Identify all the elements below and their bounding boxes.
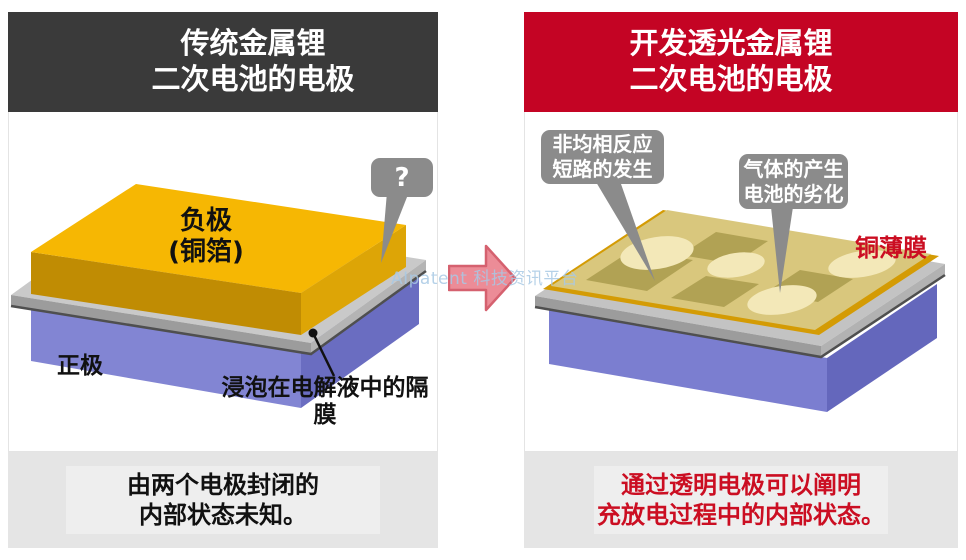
anode-label-line1: 负极 <box>179 206 232 236</box>
separator-label-line1: 浸泡在电解液中的隔 <box>221 375 429 401</box>
left-caption-line1: 由两个电极封闭的 <box>127 471 319 499</box>
gas-spot-2 <box>707 252 765 278</box>
separator-leader-dot <box>308 328 318 338</box>
plate-shadow-line <box>534 273 946 359</box>
transparent-electrode-illustration <box>534 182 946 412</box>
reaction-bubble: 非均相反应 短路的发生 <box>541 130 664 184</box>
right-caption-area: 通过透明电极可以阐明 充放电过程中的内部状态。 <box>524 452 958 548</box>
transition-arrow-icon <box>448 244 517 312</box>
gas-spot-3 <box>828 250 896 278</box>
anode-block-top-face <box>31 184 406 293</box>
cathode-block-front-face <box>31 303 301 408</box>
anode-block-right-face <box>301 225 406 335</box>
left-header-line1: 传统金属锂 <box>180 26 326 60</box>
right-header-line2: 二次电池的电极 <box>629 62 833 96</box>
cathode-block-right-face <box>301 266 419 408</box>
separator-label: 浸泡在电解液中的隔 膜 <box>205 375 445 429</box>
reaction-bubble-line1: 非均相反应 <box>552 132 653 156</box>
separator-shadow-line <box>10 269 427 356</box>
anode-label-line2: (铜箔) <box>168 237 244 267</box>
question-bubble: ? <box>371 158 433 197</box>
gas-bubble-line2: 电池的劣化 <box>743 181 844 206</box>
separator-plate-right-edge <box>311 260 426 353</box>
copper-film-label: 铜薄膜 <box>855 234 927 262</box>
reaction-bubble-line2: 短路的发生 <box>552 157 653 181</box>
right-caption-line1: 通过透明电极可以阐明 <box>621 471 861 499</box>
question-bubble-tail <box>381 192 409 263</box>
separator-label-line2: 膜 <box>313 402 337 428</box>
bubble2-tail <box>771 207 793 293</box>
right-caption: 通过透明电极可以阐明 充放电过程中的内部状态。 <box>594 466 888 534</box>
cathode-block-right-face <box>827 284 937 412</box>
left-caption: 由两个电极封闭的 内部状态未知。 <box>66 466 380 534</box>
gas-bubble: 气体的产生 电池的劣化 <box>739 154 848 209</box>
separator-plate-front-edge <box>11 295 311 353</box>
right-panel-header: 开发透光金属锂 二次电池的电极 <box>524 12 958 112</box>
right-caption-line2: 充放电过程中的内部状态。 <box>597 501 885 529</box>
left-header-text: 传统金属锂 二次电池的电极 <box>151 25 354 112</box>
right-illustration-area: 非均相反应 短路的发生 气体的产生 电池的劣化 铜薄膜 <box>524 112 958 452</box>
deposit-square-2 <box>681 232 768 264</box>
left-panel-header: 传统金属锂 二次电池的电极 <box>8 12 438 112</box>
right-header-line1: 开发透光金属锂 <box>629 26 833 60</box>
deposit-square-3 <box>671 276 759 307</box>
right-panel: 开发透光金属锂 二次电池的电极 <box>524 12 958 548</box>
cathode-label: 正极 <box>57 353 103 379</box>
cathode-block-front-face <box>549 310 827 412</box>
base-plate-front-edge <box>535 296 821 356</box>
anode-block-front-face <box>31 252 301 335</box>
separator-leader-line <box>311 332 336 377</box>
left-caption-line2: 内部状态未知。 <box>139 501 307 529</box>
arrow-shape <box>448 244 517 312</box>
bubble1-tail <box>596 182 655 281</box>
left-illustration-area: 负极 (铜箔) ? 正极 浸泡在电解液中的隔 膜 <box>8 112 438 452</box>
right-header-text: 开发透光金属锂 二次电池的电极 <box>629 25 832 112</box>
left-header-line2: 二次电池的电极 <box>151 62 355 96</box>
left-panel: 传统金属锂 二次电池的电极 负极 (铜箔) <box>8 12 438 548</box>
gas-spot-4 <box>747 285 817 315</box>
base-plate-right-edge <box>821 264 945 356</box>
watermark: AIpatent 科技资讯平台 <box>391 269 579 289</box>
left-caption-area: 由两个电极封闭的 内部状态未知。 <box>8 452 438 548</box>
traditional-electrode-illustration <box>10 184 427 408</box>
question-mark: ? <box>394 162 410 193</box>
gas-bubble-line1: 气体的产生 <box>743 156 844 181</box>
anode-label: 负极 (铜箔) <box>106 206 306 268</box>
